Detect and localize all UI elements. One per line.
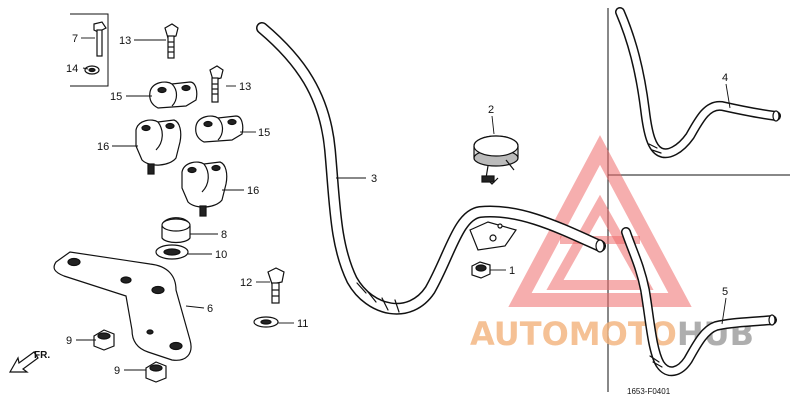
bolt-part-12 bbox=[267, 267, 285, 304]
bolt-part-13-upper bbox=[164, 23, 179, 59]
callout-8: 8 bbox=[221, 229, 227, 241]
callout-15-lower: 15 bbox=[258, 127, 270, 139]
nut-part-9-lower bbox=[145, 361, 167, 383]
bolt-part-7 bbox=[93, 21, 107, 57]
holder-lower-part-16-upper bbox=[135, 119, 182, 175]
callout-7: 7 bbox=[72, 33, 78, 45]
callout-5: 5 bbox=[722, 286, 728, 298]
watermark-text-automoto: AUTOMOTO bbox=[470, 315, 677, 353]
holder-cap-part-15-lower bbox=[195, 115, 244, 143]
leader-lines bbox=[76, 37, 731, 371]
callout-10: 10 bbox=[215, 249, 227, 261]
bolt-part-13-lower bbox=[209, 65, 224, 103]
callout-2: 2 bbox=[488, 104, 494, 116]
handlebar-pipe-lower-inset bbox=[621, 227, 777, 377]
callout-11: 11 bbox=[297, 318, 308, 330]
holder-lower-part-16-lower bbox=[181, 161, 228, 217]
callout-9-lower: 9 bbox=[114, 365, 120, 377]
callout-13-lower: 13 bbox=[239, 81, 251, 93]
holder-plate-part-6 bbox=[53, 251, 192, 361]
bolt-group-box bbox=[70, 13, 109, 87]
callout-13-upper: 13 bbox=[119, 35, 131, 47]
callout-12: 12 bbox=[240, 277, 252, 289]
washer-part-11 bbox=[253, 316, 279, 328]
callout-16-lower: 16 bbox=[247, 185, 259, 197]
callout-4: 4 bbox=[722, 72, 728, 84]
nut-part-1 bbox=[471, 261, 491, 279]
callout-3: 3 bbox=[371, 173, 377, 185]
front-direction-arrow-icon bbox=[8, 351, 39, 373]
callout-numbers: 1 2 3 4 5 6 7 8 9 9 10 11 12 13 13 14 15… bbox=[66, 33, 728, 377]
handlebar-pipe-upper-inset bbox=[615, 7, 781, 159]
callout-6: 6 bbox=[207, 303, 213, 315]
holder-cap-part-15-upper bbox=[149, 81, 198, 109]
figure-code: 1653-F0401 bbox=[627, 387, 671, 396]
callout-1: 1 bbox=[509, 265, 515, 277]
cushion-part-8 bbox=[161, 217, 191, 244]
callout-14: 14 bbox=[66, 63, 78, 75]
nut-part-9-upper bbox=[93, 329, 115, 351]
callout-9-upper: 9 bbox=[66, 335, 72, 347]
handlebar-pipe bbox=[256, 22, 606, 315]
callout-16-upper: 16 bbox=[97, 141, 109, 153]
handlebar-clamp-bracket bbox=[469, 221, 517, 251]
front-direction-label: FR. bbox=[34, 350, 50, 361]
washer-part-10 bbox=[155, 244, 189, 260]
clock-part-2 bbox=[473, 135, 519, 185]
washer-part-14 bbox=[84, 65, 100, 75]
inset-divider-lines bbox=[607, 8, 790, 392]
callout-15-upper: 15 bbox=[110, 91, 122, 103]
